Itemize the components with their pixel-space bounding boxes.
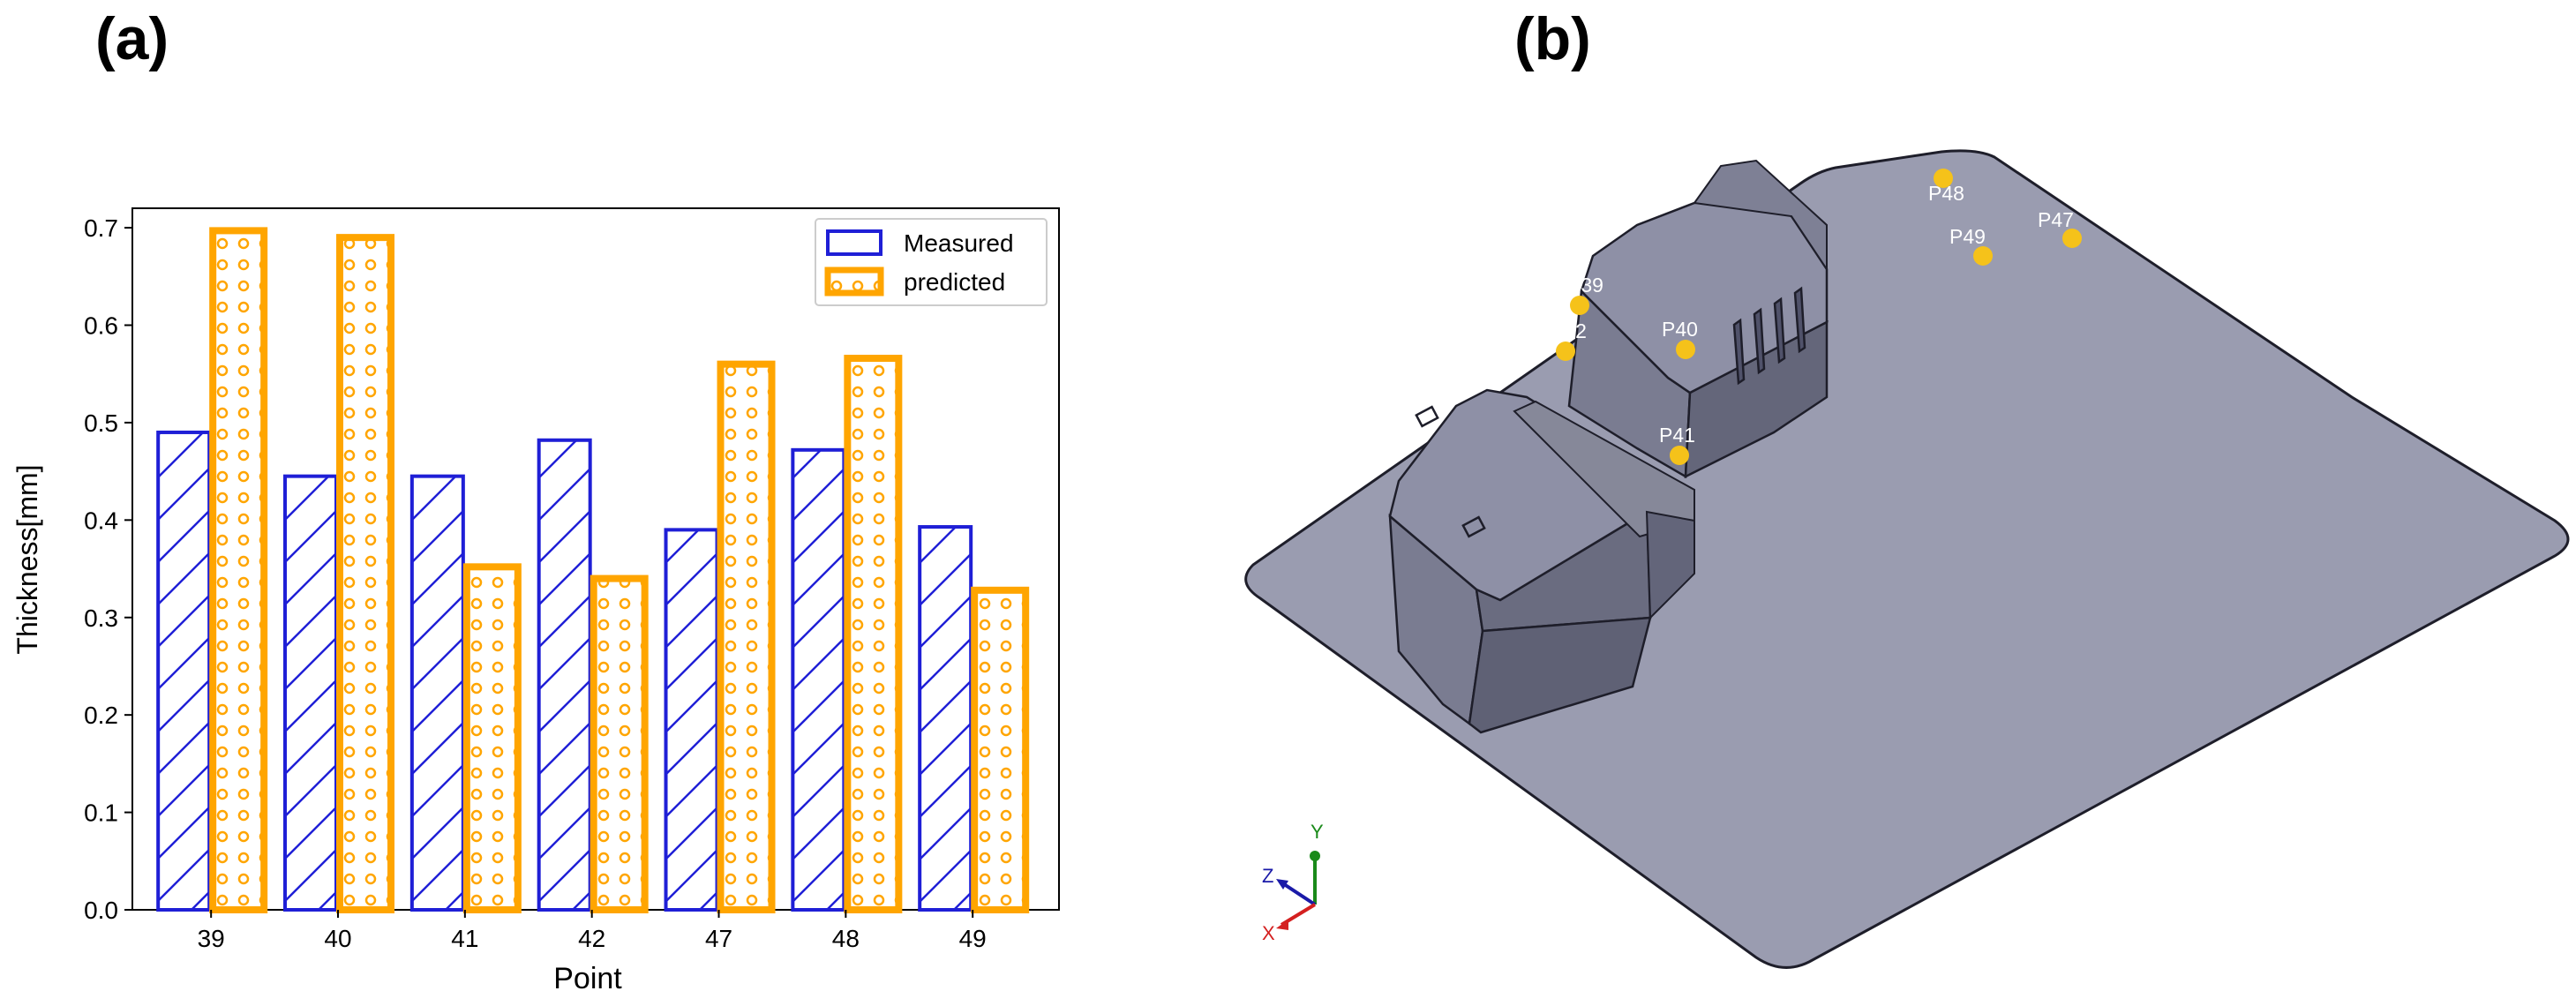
- marker-p39: [1570, 296, 1589, 315]
- axis-x-label: X: [1262, 922, 1275, 944]
- point-label-p42: P42: [1551, 319, 1587, 342]
- right-part: [1567, 159, 1829, 479]
- legend-swatch-measured: [826, 229, 882, 256]
- y-tick-label: 0.0: [84, 897, 118, 924]
- left-part: [1388, 388, 1695, 734]
- bar-predicted-49: [971, 586, 1030, 913]
- legend: Measured predicted: [815, 218, 1048, 306]
- panel-label-b: (b): [1514, 5, 1591, 72]
- y-axis-label: Thickness[mm]: [11, 464, 43, 654]
- y-tick-label: 0.6: [84, 312, 118, 340]
- bar-predicted-41: [462, 563, 522, 913]
- marker-p42: [1556, 342, 1575, 361]
- bar-measured-42: [537, 438, 592, 912]
- bar-predicted-40: [336, 234, 395, 913]
- y-tick-label: 0.7: [84, 214, 118, 242]
- axis-z-label: Z: [1262, 865, 1273, 887]
- marker-p40: [1676, 340, 1695, 359]
- y-tick-label: 0.4: [84, 507, 118, 534]
- x-tick-label: 47: [705, 925, 732, 952]
- bar-measured-41: [409, 474, 465, 912]
- x-tick-label: 41: [451, 925, 478, 952]
- bar-measured-49: [918, 525, 973, 912]
- x-axis-label: Point: [553, 962, 622, 995]
- bar-measured-40: [283, 474, 339, 912]
- point-label-p47: P47: [2038, 208, 2074, 231]
- model-figure: P39 P40 P41 P42 P47 P48 P49 Y Z X: [1244, 149, 2570, 969]
- y-tick-label: 0.3: [84, 604, 118, 632]
- measurement-points: P39 P40 P41 P42 P47 P48 P49: [1551, 169, 2082, 465]
- marker-p41: [1670, 446, 1689, 465]
- x-tick-label: 48: [832, 925, 860, 952]
- x-tick-label: 40: [324, 925, 351, 952]
- bar-predicted-42: [590, 574, 649, 913]
- x-tick-label: 49: [959, 925, 987, 952]
- right-part-flange: [1693, 159, 1828, 273]
- left-part-step-top: [1513, 400, 1695, 538]
- y-tick-label: 0.1: [84, 800, 118, 827]
- clip-detail: [1461, 515, 1486, 538]
- x-tick-label: 42: [578, 925, 605, 952]
- point-label-p41: P41: [1659, 424, 1695, 447]
- bar-predicted-47: [717, 360, 776, 913]
- plot-area: 0.0 0.1 0.2 0.3 0.4 0.5 0.6 0.7 39 40 41 42 47 48 49: [84, 207, 1060, 952]
- axis-triad: Y Z X: [1262, 821, 1324, 944]
- left-part-step-side: [1645, 510, 1695, 620]
- marker-p49: [1973, 246, 1993, 266]
- point-label-p49: P49: [1949, 225, 1986, 248]
- y-tick-label: 0.5: [84, 409, 118, 437]
- marker-p47: [2062, 229, 2082, 248]
- point-label-p39: P39: [1567, 274, 1603, 297]
- point-label-p48: P48: [1928, 182, 1964, 205]
- clip-detail: [1415, 405, 1439, 428]
- left-part-side-lower: [1468, 616, 1652, 734]
- axis-y-label: Y: [1311, 821, 1324, 843]
- bar-measured-39: [156, 430, 212, 912]
- bar-measured-48: [791, 447, 846, 912]
- legend-swatch-predicted: [824, 267, 884, 297]
- marker-p48: [1934, 169, 1953, 188]
- bar-measured-47: [664, 528, 719, 912]
- legend-label-predicted: predicted: [904, 268, 1005, 296]
- slot-details: [1732, 286, 1806, 386]
- bar-predicted-39: [209, 227, 268, 914]
- legend-label-measured: Measured: [904, 229, 1014, 257]
- bar-predicted-48: [844, 355, 903, 913]
- x-tick-label: 39: [198, 925, 225, 952]
- y-tick-label: 0.2: [84, 702, 118, 729]
- right-part-side-main: [1684, 319, 1829, 479]
- point-label-p40: P40: [1662, 318, 1698, 341]
- panel-label-a: (a): [95, 5, 169, 72]
